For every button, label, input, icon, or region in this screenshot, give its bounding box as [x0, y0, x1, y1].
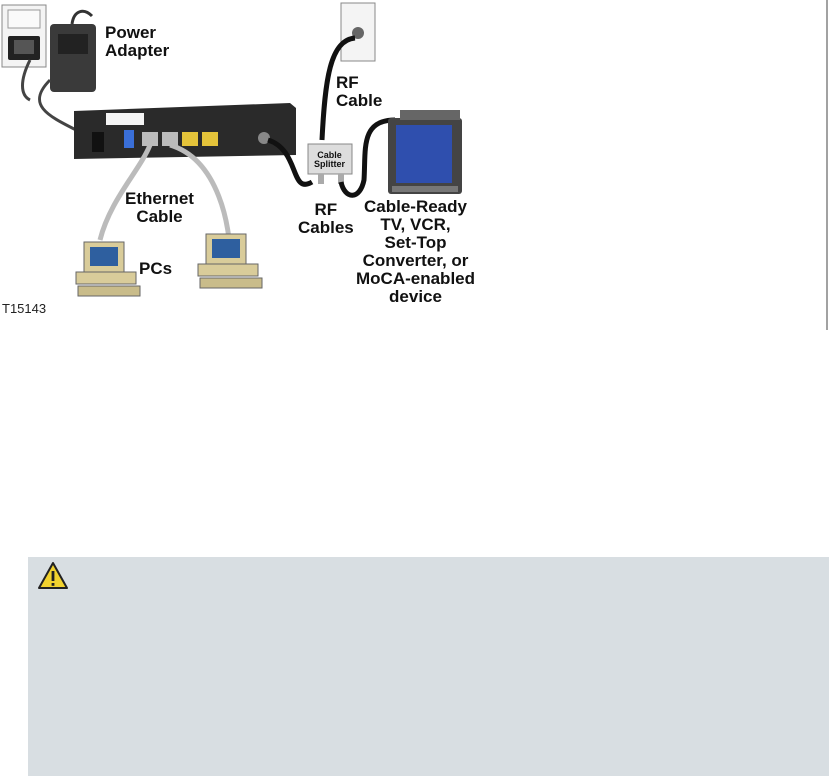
ethernet-cable-label: Ethernet Cable — [125, 189, 194, 226]
cable-splitter-label: Cable Splitter — [314, 150, 346, 169]
connection-diagram: Power Adapter RF Cable Cable Splitter Et… — [0, 0, 829, 330]
wall-outlet — [1, 4, 47, 68]
television — [388, 110, 462, 194]
rf-cable-modem — [267, 137, 314, 187]
warning-triangle-icon — [38, 562, 68, 589]
rf-cable-label: RF Cable — [336, 73, 383, 110]
power-adapter-label: Power Adapter — [105, 23, 170, 60]
pcs-label: PCs — [139, 259, 173, 278]
rf-cable-wall — [319, 35, 356, 141]
cable-modem — [74, 103, 296, 159]
cable-splitter — [307, 143, 353, 184]
diagram-art — [1, 0, 828, 330]
rf-wall-plate — [340, 2, 376, 62]
figure-id: T15143 — [2, 301, 47, 316]
pc-2 — [197, 233, 263, 289]
tv-devices-label: Cable-Ready TV, VCR, Set-Top Converter, … — [356, 197, 475, 306]
caution-panel — [28, 557, 829, 776]
rf-cables-label: RF Cables — [298, 200, 354, 237]
pc-1 — [75, 241, 141, 297]
ethernet-cable-1 — [97, 144, 153, 241]
power-adapter — [21, 9, 96, 142]
rf-cable-tv — [338, 117, 396, 198]
